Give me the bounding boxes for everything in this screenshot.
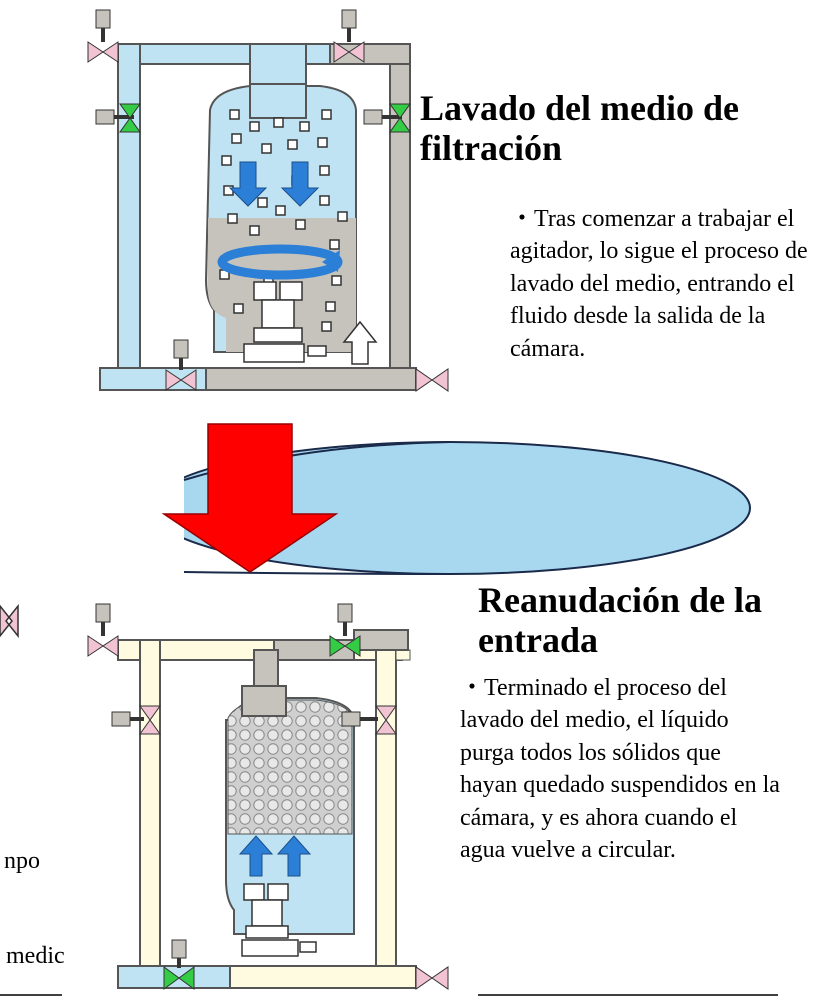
cutoff-text-line2: medic xyxy=(6,943,65,969)
valve-pink-right-2 xyxy=(341,705,397,735)
valve-green-right xyxy=(363,103,411,133)
valve-pink-top-left-2 xyxy=(87,603,119,657)
step1-title: Lavado del medio de filtración xyxy=(420,88,740,169)
partial-valve-left xyxy=(0,603,19,639)
valve-green-top-right-2 xyxy=(329,603,361,657)
valve-pink-top-left xyxy=(87,9,119,63)
step2-description: ・Terminado el proceso del lavado del med… xyxy=(460,675,780,863)
valve-pink-bottom-right-2 xyxy=(415,966,449,990)
cutoff-text-line1: npo xyxy=(4,848,40,874)
step1-description: ・Tras comenzar a trabajar el agitador, l… xyxy=(510,206,808,362)
transition-arrow xyxy=(161,423,339,573)
valve-pink-bottom-right xyxy=(415,368,449,392)
flow-up-arrow xyxy=(342,320,378,365)
valve-pink-left-2 xyxy=(111,705,161,735)
valve-green-left xyxy=(95,103,141,133)
diagram-resume xyxy=(87,603,449,990)
valve-pink-top-right xyxy=(333,9,365,63)
step2-title: Reanudación de la entrada xyxy=(478,580,763,661)
swirl-icon xyxy=(217,244,343,280)
valve-green-bottom-2 xyxy=(163,939,195,990)
diagram-wash xyxy=(87,9,449,392)
flow-up-arrows xyxy=(238,835,312,877)
flow-down-arrows xyxy=(228,161,320,207)
valve-pink-bottom-left xyxy=(165,339,197,391)
